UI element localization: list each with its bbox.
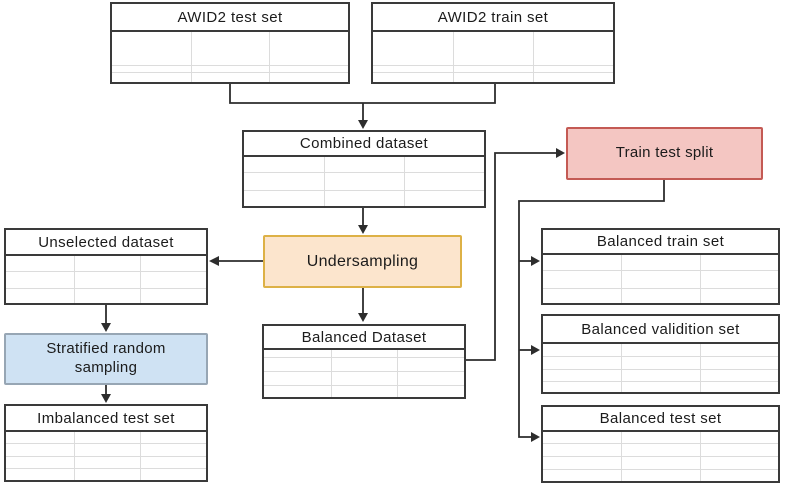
node-imbalanced-test-set: Imbalanced test set	[4, 404, 208, 482]
node-balanced-test-set: Balanced test set	[541, 405, 780, 483]
arrowhead	[358, 225, 368, 234]
node-title: Balanced Dataset	[264, 326, 464, 350]
table-grid	[6, 256, 206, 303]
table-grid	[543, 344, 778, 392]
arrowhead	[101, 394, 111, 403]
node-train-test-split: Train test split	[566, 127, 763, 180]
table-grid	[543, 432, 778, 481]
node-balanced-train-set: Balanced train set	[541, 228, 780, 305]
arrowhead	[358, 120, 368, 129]
table-grid	[373, 32, 613, 82]
node-stratified-random-sampling: Stratified random sampling	[4, 333, 208, 385]
table-grid	[543, 255, 778, 303]
table-grid	[112, 32, 348, 82]
node-title: Balanced train set	[543, 230, 778, 255]
node-title: Train test split	[615, 144, 714, 162]
edge-split-trunk	[518, 180, 665, 438]
edge-awid2-merge	[229, 84, 496, 104]
arrowhead	[101, 323, 111, 332]
arrowhead	[556, 148, 565, 158]
node-title: Undersampling	[306, 252, 419, 270]
arrowhead	[531, 256, 540, 266]
node-title: AWID2 train set	[373, 4, 613, 32]
node-undersampling: Undersampling	[263, 235, 462, 288]
table-grid	[244, 157, 484, 206]
node-awid2-test-set: AWID2 test set	[110, 2, 350, 84]
node-combined-dataset: Combined dataset	[242, 130, 486, 208]
arrowhead	[209, 256, 219, 266]
node-awid2-train-set: AWID2 train set	[371, 2, 615, 84]
arrowhead	[531, 432, 540, 442]
node-title: Unselected dataset	[6, 230, 206, 256]
node-title: Imbalanced test set	[6, 406, 206, 432]
arrowhead	[531, 345, 540, 355]
node-balanced-dataset: Balanced Dataset	[262, 324, 466, 399]
node-balanced-validition-set: Balanced validition set	[541, 314, 780, 394]
node-title: AWID2 test set	[112, 4, 348, 32]
node-title: Combined dataset	[244, 132, 484, 157]
table-grid	[6, 432, 206, 480]
table-grid	[264, 350, 464, 397]
node-title: Balanced test set	[543, 407, 778, 432]
arrowhead	[358, 313, 368, 322]
node-title: Balanced validition set	[543, 316, 778, 344]
node-title: Stratified random sampling	[46, 340, 166, 376]
node-unselected-dataset: Unselected dataset	[4, 228, 208, 305]
